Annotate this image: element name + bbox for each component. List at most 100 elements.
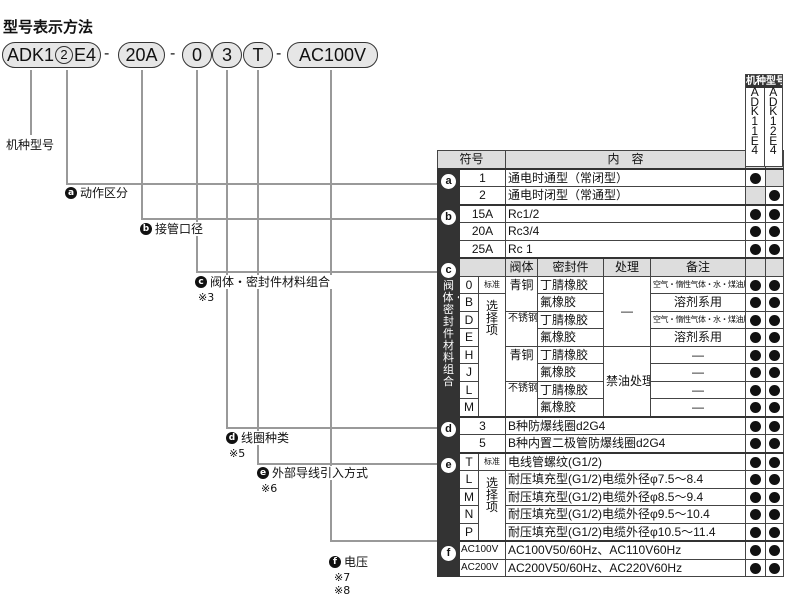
symbol-cell: B xyxy=(459,293,479,312)
content-cell: 耐压填充型(G1/2)电缆外径φ8.5～9.4 xyxy=(504,487,747,506)
leader-line xyxy=(196,70,198,272)
availability-mark-adk11e4 xyxy=(745,186,767,205)
symbol-cell: 5 xyxy=(459,434,506,453)
symbol-cell: T xyxy=(459,451,479,471)
body-material: 不锈钢 xyxy=(505,380,538,417)
label-text: 动作区分 xyxy=(80,186,129,200)
content-cell: 电线管螺纹(G1/2) xyxy=(504,451,747,471)
col-treatment: 处理 xyxy=(603,257,651,277)
symbol-cell: 1 xyxy=(459,167,506,187)
availability-mark-adk12e4 xyxy=(765,451,785,471)
availability-mark-adk12e4 xyxy=(765,167,785,187)
seal-material: 氟橡胶 xyxy=(537,398,604,417)
leader-line xyxy=(30,70,32,135)
leader-line xyxy=(226,427,437,429)
availability-mark-adk12e4 xyxy=(765,275,785,294)
note-f-8: ※8 xyxy=(334,584,351,597)
letter-e-icon: e xyxy=(257,467,269,479)
availability-mark-adk11e4 xyxy=(745,222,767,241)
availability-mark-adk11e4 xyxy=(745,310,767,329)
model-part-voltage: AC100V xyxy=(287,42,378,68)
series-prefix: ADK1 xyxy=(6,44,54,65)
separator: - xyxy=(104,45,110,62)
symbol-cell: M xyxy=(459,398,479,417)
symbol-cell: 20A xyxy=(459,222,506,241)
model-part-port: 20A xyxy=(118,42,165,68)
availability-mark-adk11e4 xyxy=(745,275,767,294)
letter-b-icon: b xyxy=(441,209,456,225)
symbol-cell: 3 xyxy=(459,415,506,435)
availability-mark-adk11e4 xyxy=(745,328,767,347)
seal-material: 氟橡胶 xyxy=(537,293,604,312)
symbol-cell: D xyxy=(459,310,479,329)
symbol-cell: E xyxy=(459,328,479,347)
availability-mark-adk12e4 xyxy=(765,222,785,241)
availability-mark-adk12e4 xyxy=(765,310,785,329)
option-tag: 选择项 xyxy=(478,293,506,417)
availability-mark-adk11e4 xyxy=(745,239,767,259)
seal-material: 丁腈橡胶 xyxy=(537,310,604,329)
availability-mark-adk11e4 xyxy=(745,434,767,453)
standard-tag: 标准 xyxy=(478,451,506,471)
note-e: ※6 xyxy=(261,482,278,495)
remark: — xyxy=(649,345,747,364)
availability-mark-adk11e4 xyxy=(745,487,767,506)
availability-mark-adk11e4 xyxy=(745,505,767,524)
letter-c-icon: c xyxy=(441,263,456,278)
symbol-cell: L xyxy=(459,380,479,399)
content-cell: 通电时通型（常闭型） xyxy=(504,167,747,187)
symbol-cell: M xyxy=(459,487,479,506)
content-cell: 耐压填充型(G1/2)电缆外径φ10.5～11.4 xyxy=(504,522,747,542)
availability-mark-adk11e4 xyxy=(745,522,767,542)
header-content: 内 容 xyxy=(504,150,747,169)
leader-line xyxy=(141,218,437,220)
symbol-cell: L xyxy=(459,470,479,489)
section-f-band: f xyxy=(437,540,460,577)
availability-mark-adk12e4 xyxy=(765,328,785,347)
availability-mark-adk12e4 xyxy=(765,398,785,417)
symbol-cell: P xyxy=(459,522,479,542)
availability-mark-adk11e4 xyxy=(745,398,767,417)
label-text: 机种型号 xyxy=(6,138,55,152)
remark: — xyxy=(649,380,747,399)
availability-mark-adk12e4 xyxy=(765,203,785,223)
separator: - xyxy=(276,45,282,62)
availability-mark-adk12e4 xyxy=(765,415,785,435)
series-suffix: E4 xyxy=(74,44,97,65)
label-text: 电压 xyxy=(344,555,369,569)
availability-mark-adk11e4 xyxy=(745,203,767,223)
availability-mark-adk11e4 xyxy=(745,345,767,364)
option-tag: 选择项 xyxy=(478,470,506,542)
availability-mark-adk12e4 xyxy=(765,522,785,542)
treatment: 禁油处理 xyxy=(603,345,651,417)
note-f-7: ※7 xyxy=(334,571,351,584)
body-material: 青铜 xyxy=(505,345,538,382)
section-a-band: a xyxy=(437,167,460,205)
label-text: 外部导线引入方式 xyxy=(272,466,369,480)
letter-a-icon: a xyxy=(441,173,456,189)
note-d: ※5 xyxy=(229,447,246,460)
letter-d-icon: d xyxy=(226,432,238,444)
availability-mark-adk11e4 xyxy=(745,540,767,560)
body-material: 青铜 xyxy=(505,275,538,312)
model-col-adk11e4: ADK11E4 xyxy=(750,85,760,158)
section-e-band: e xyxy=(437,451,460,542)
symbol-cell: H xyxy=(459,345,479,364)
availability-mark-adk11e4 xyxy=(745,293,767,312)
symbol-cell: 15A xyxy=(459,203,506,223)
leader-line xyxy=(226,70,228,428)
seal-material: 丁腈橡胶 xyxy=(537,380,604,399)
availability-mark-adk11e4 xyxy=(745,558,767,577)
leader-line xyxy=(330,540,437,542)
label-text: 线圈种类 xyxy=(241,431,290,445)
remark: 空气・惰性气体・水・煤油用 xyxy=(649,310,747,329)
model-part-wiring: T xyxy=(243,42,273,68)
label-text: 接管口径 xyxy=(155,222,204,236)
col-seal: 密封件 xyxy=(537,257,604,277)
availability-mark-adk12e4 xyxy=(765,293,785,312)
leader-line xyxy=(141,70,143,219)
availability-mark-adk11e4 xyxy=(745,167,767,187)
availability-mark-adk12e4 xyxy=(765,558,785,577)
